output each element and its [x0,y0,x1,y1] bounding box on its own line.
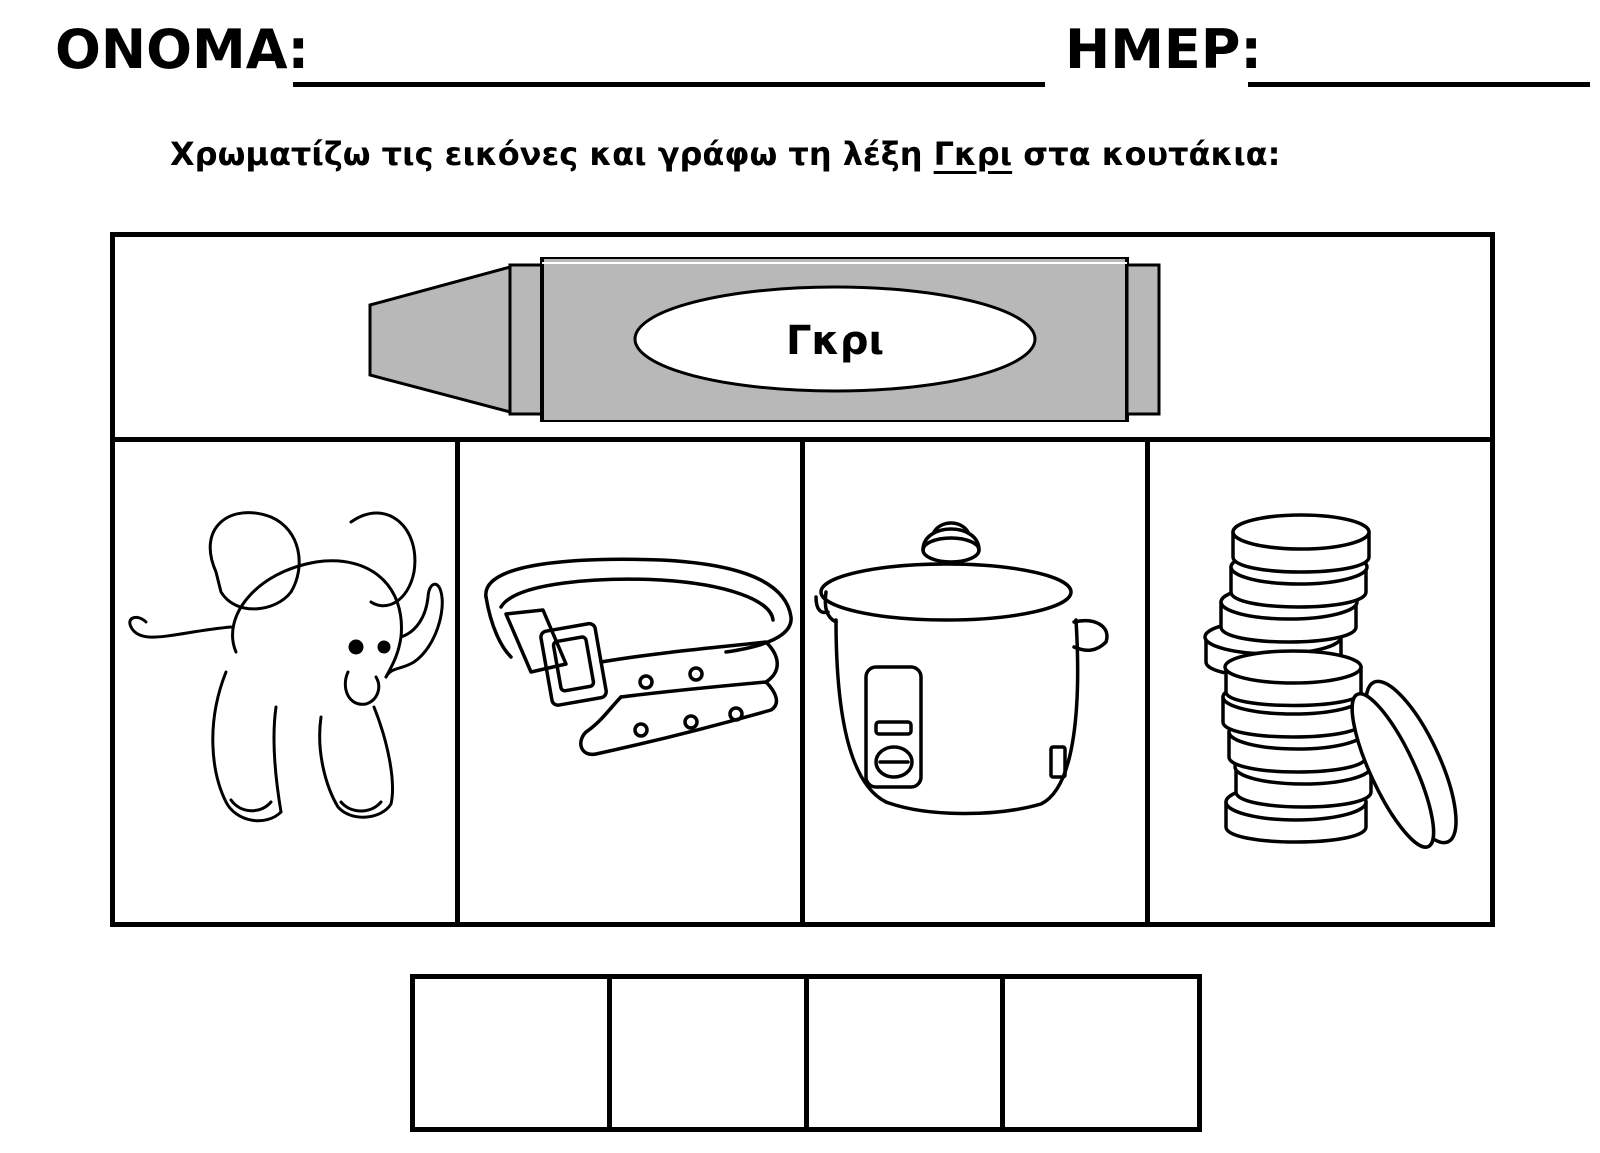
instruction-word: Γκρι [933,135,1013,173]
answer-box[interactable] [612,979,809,1127]
crayon-icon: Γκρι [368,257,1161,422]
belt-icon [484,557,793,757]
crayon-band: Γκρι [115,237,1490,442]
coins-icon [1203,513,1458,849]
answer-boxes [410,974,1202,1132]
answer-box[interactable] [809,979,1006,1127]
instruction-before: Χρωματίζω τις εικόνες και γράφω τη λέξη [170,135,934,173]
rice-cooker-icon [814,521,1109,816]
name-write-line[interactable] [293,82,1045,87]
instruction-after: στα κουτάκια: [1012,135,1281,173]
picture-cell-belt[interactable] [460,442,805,922]
picture-cell-elephant[interactable] [115,442,460,922]
answer-box[interactable] [1005,979,1197,1127]
picture-row [115,442,1490,922]
picture-cell-coins[interactable] [1150,442,1490,922]
answer-box[interactable] [415,979,612,1127]
student-info-header: ΟΝΟΜΑ: ΗΜΕΡ: [55,14,1590,87]
picture-cell-rice-cooker[interactable] [805,442,1150,922]
worksheet-frame: Γκρι [110,232,1495,927]
crayon-label: Γκρι [786,318,884,364]
date-write-line[interactable] [1248,82,1590,87]
date-label: ΗΜΕΡ: [1065,18,1262,81]
name-label: ΟΝΟΜΑ: [55,18,310,81]
instruction-text: Χρωματίζω τις εικόνες και γράφω τη λέξη … [170,132,1370,176]
elephant-icon [128,511,444,823]
